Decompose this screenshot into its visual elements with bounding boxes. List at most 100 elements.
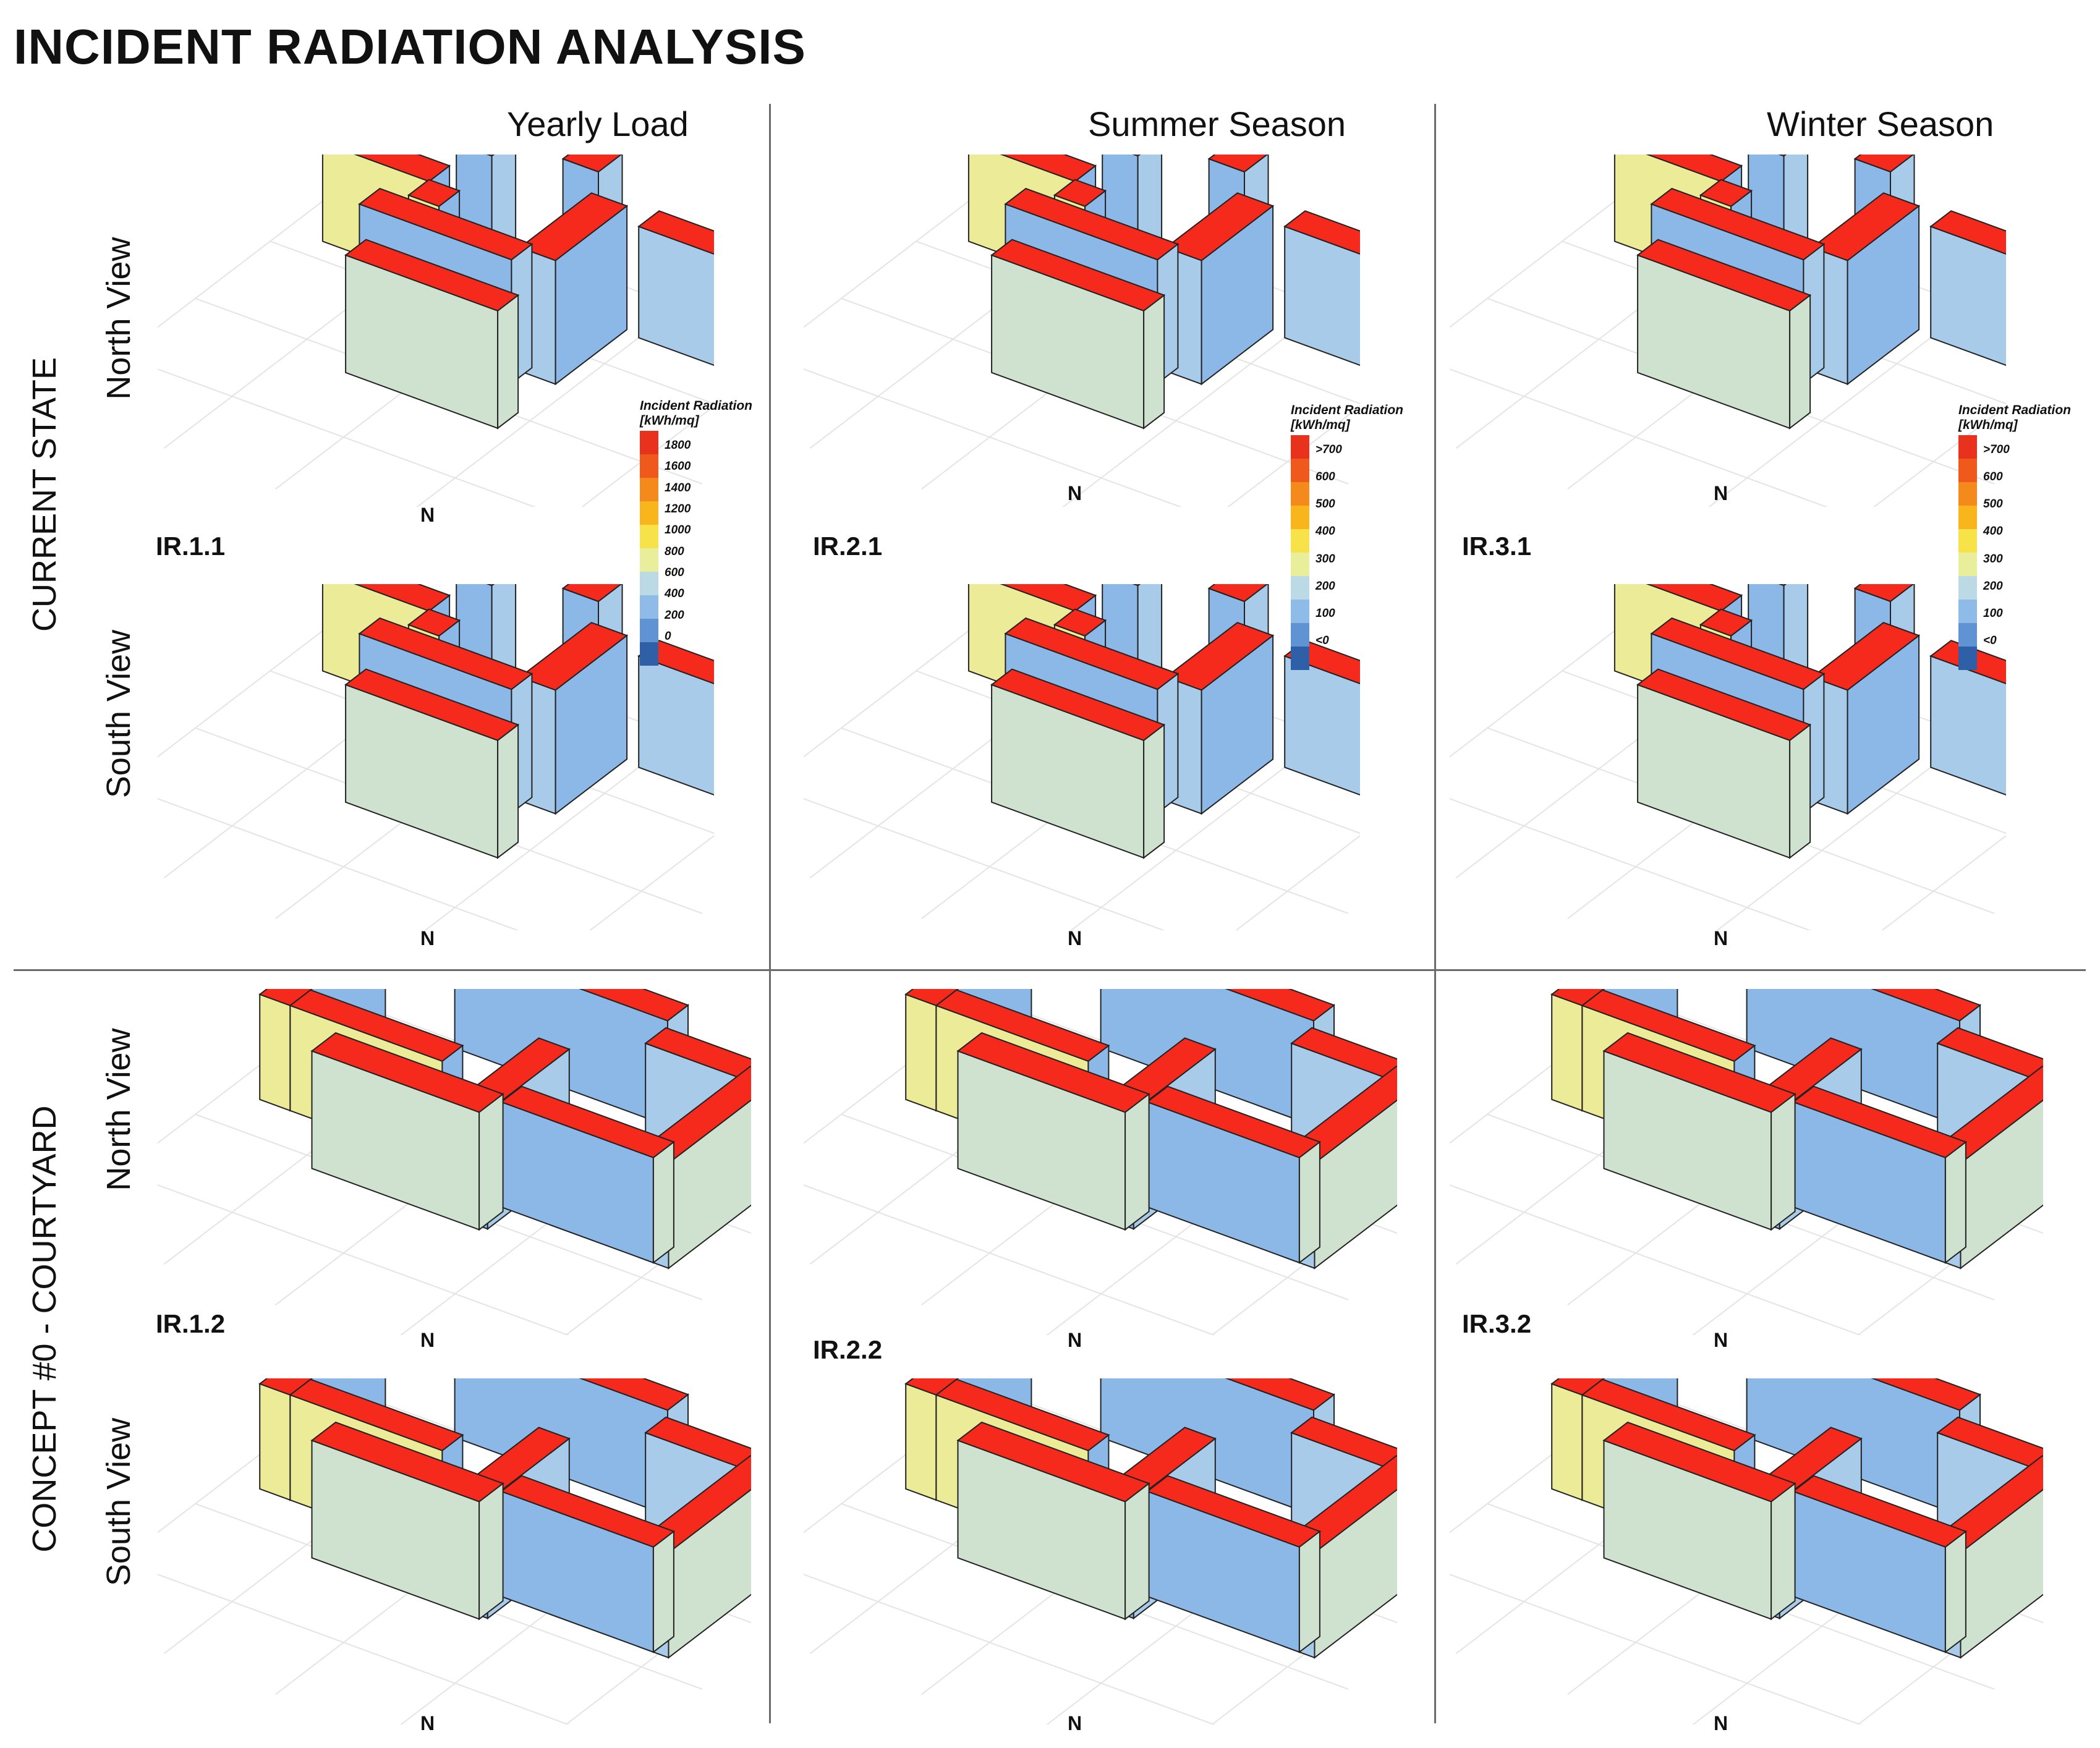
building-roof [354,155,451,182]
legend-swatch [640,642,658,666]
legend-color-scale [1958,435,1977,670]
building-wall [1298,1530,1320,1653]
building-roof [561,584,623,603]
building-model [158,989,751,1335]
building-wall [259,1383,291,1501]
legend-tick-label: 1400 [665,481,691,494]
north-label: N [1068,482,1082,504]
figure-id: IR.2.1 [813,532,883,561]
context-line [804,368,1183,507]
context-line [158,178,352,328]
building-wall [905,993,937,1112]
building-roof [990,668,1166,741]
building-roof [1929,210,2006,255]
legend-swatch [1958,435,1977,459]
building-roof [579,1378,690,1411]
building-wall [1771,1482,1796,1621]
building-roof [258,989,313,1006]
building-wall [1930,655,2006,796]
building-wall [1789,723,1811,859]
legend-swatch [1958,482,1977,506]
building-roof [289,989,464,1062]
building-roof [1778,584,1787,587]
divider-section [14,969,2086,971]
figure-id: IR.3.1 [1462,532,1532,561]
context-line [158,1574,570,1725]
legend-swatch [640,525,658,548]
context-line [1716,730,1979,930]
north-label: N [1714,1712,1728,1734]
legend-title: Incident Radiation [640,399,753,413]
context-line [1450,798,1811,930]
building-roof [1004,187,1180,261]
context-line [804,178,998,328]
legend-swatch [1291,623,1309,647]
building-wall [1771,1092,1796,1231]
legend-tick-label: 400 [1316,525,1335,538]
building-model [1450,584,2006,930]
north-label: N [1068,1712,1082,1734]
building-roof [1581,989,1756,1062]
north-label: N [420,504,435,526]
building-roof [1871,1378,1982,1411]
building-roof [1650,187,1826,261]
building-roof [1550,1378,1605,1396]
building-roof [1699,608,1753,637]
legend-swatch [1291,576,1309,600]
section-label-concept-courtyard: CONCEPT #0 - COURTYARD [26,1105,63,1553]
building-wall [1124,1482,1150,1621]
building-roof [1792,1475,1967,1548]
context-line [158,798,519,930]
building-roof [1225,1378,1336,1411]
building-roof [310,1032,504,1113]
building-roof [407,179,461,207]
context-line [1450,178,1644,328]
building-roof [1290,1027,1397,1083]
column-header-winter: Winter Season [1767,104,1994,143]
view-label-north-1: North View [100,237,137,400]
building-wall [1551,1383,1583,1501]
building-roof [1053,179,1107,207]
building-roof [644,1027,751,1083]
view-label-north-2: North View [100,1028,137,1191]
building-roof [1636,668,1812,741]
legend-swatch [1291,600,1309,623]
north-label: N [1714,482,1728,504]
legend-swatch [1291,482,1309,506]
context-line [1235,834,1360,930]
building-roof [956,1032,1150,1113]
legend-tick-label: 400 [1983,525,2003,538]
building-roof [1602,1032,1796,1113]
context-line [158,1184,570,1335]
divider-col-2 [1434,104,1436,1723]
building-wall [638,225,714,367]
legend-swatch [640,478,658,501]
view-label-south-2: South View [100,1417,137,1587]
legend-tick-label: 400 [665,587,684,601]
building-roof [1146,1475,1321,1548]
context-line [1070,730,1333,930]
building-roof [1165,622,1275,691]
north-label: N [420,1712,435,1734]
context-line [158,368,537,507]
building-wall [1284,225,1360,367]
legend-tick-label: 100 [1983,606,2003,620]
building-roof [486,584,495,587]
legend-swatch [1291,647,1309,670]
legend-tick-label: 300 [1316,552,1335,566]
north-label: N [1714,1329,1728,1351]
legend-swatch [640,431,658,454]
building-roof [1811,192,1921,261]
legend-unit: [kWh/mq] [1291,418,1350,432]
north-label: N [1068,1329,1082,1351]
legend-swatch [640,548,658,572]
building-roof [1792,1085,1967,1158]
building-roof [1602,1421,1796,1503]
figure-id: IR.1.2 [156,1309,226,1338]
building-roof [644,1416,751,1472]
context-line [589,834,714,930]
